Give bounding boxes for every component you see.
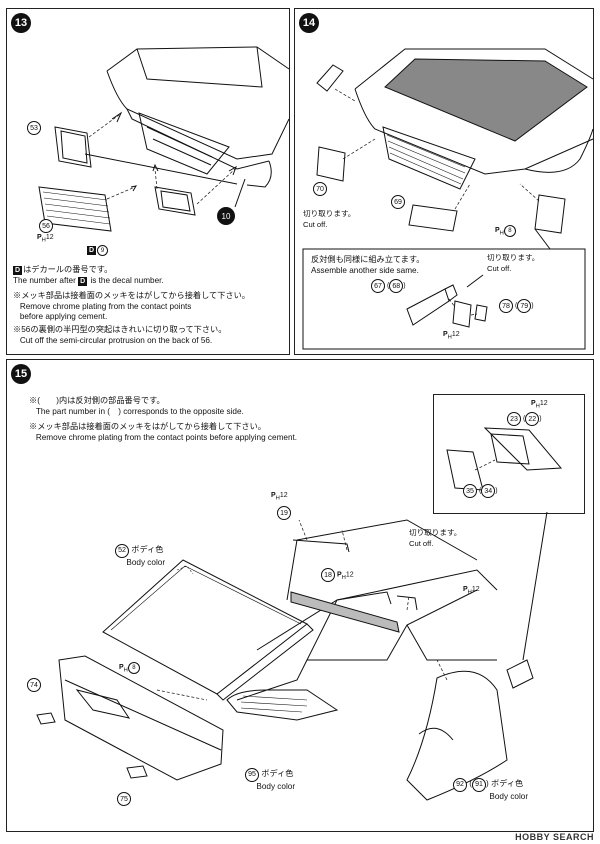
- opposite-side-note: ※( )内は反対側の部品番号です。 The part number in ( )…: [29, 396, 244, 416]
- part-tree-ph12: PH12: [37, 234, 54, 244]
- watermark: HOBBY SEARCH: [515, 832, 594, 842]
- cut-off-note: 切り取ります。Cut off.: [303, 209, 356, 229]
- step-14-badge: 14: [299, 13, 319, 33]
- chrome-note: ※メッキ部品は接着面のメッキをはがしてから接着して下さい。 Remove chr…: [13, 291, 250, 321]
- part-56-label: 56: [39, 219, 53, 233]
- part-70-label: 70: [313, 182, 327, 196]
- part-tree-ph12-14: PH12: [443, 331, 460, 341]
- step-15-illustration: [7, 360, 595, 833]
- bumper-part-label: 95 ボディ色 Body color: [245, 768, 295, 793]
- part-53-label: 53: [27, 121, 41, 135]
- cut-off-note-2: 切り取ります。Cut off.: [487, 253, 540, 273]
- part-74-label: 74: [27, 678, 41, 692]
- part-19-label: 19: [277, 506, 291, 520]
- inset-part-tree-ph12: PH12: [531, 400, 548, 410]
- part-69-label: 69: [391, 195, 405, 209]
- hood-part-label: 52 ボディ色 Body color: [115, 544, 165, 569]
- step-13-panel: 13: [6, 8, 290, 355]
- part-tree-ph12-right: PH12: [463, 586, 480, 596]
- step-13-illustration: [7, 9, 291, 356]
- step-14-panel: 14: [294, 8, 594, 355]
- cut-off-note-15: 切り取ります。Cut off.: [409, 528, 462, 548]
- step-13-badge: 13: [11, 13, 31, 33]
- chrome-note-15: ※メッキ部品は接着面のメッキをはがしてから接着して下さい。 Remove chr…: [29, 422, 298, 442]
- part-18-label: 18 PH12: [321, 568, 354, 582]
- step-14-illustration: [295, 9, 595, 356]
- part-tree-ph12-wiper: PH12: [271, 492, 288, 502]
- fender-part-label: 92 (91) ボディ色 Body color: [453, 778, 528, 803]
- step-15-panel: 15 ※( )内は反対側の部品番号です。 The part number in …: [6, 359, 594, 832]
- part-67-68-label: 67 (68): [371, 279, 406, 293]
- decal-d-box: D: [13, 266, 23, 275]
- part-10-label: 10: [217, 207, 235, 225]
- assemble-note: 反対側も同様に組み立てます。Assemble another side same…: [311, 255, 425, 275]
- part-78-79-label: 78 (79): [499, 299, 534, 313]
- step-15-badge: 15: [11, 364, 31, 384]
- part-23-22-label: 23 (22): [507, 412, 542, 426]
- part-35-34-label: 35 (34): [463, 484, 498, 498]
- part-75-label: 75: [117, 792, 131, 806]
- cut-note: ※56の裏側の半円型の突起はきれいに切り取って下さい。 Cut off the …: [13, 325, 227, 345]
